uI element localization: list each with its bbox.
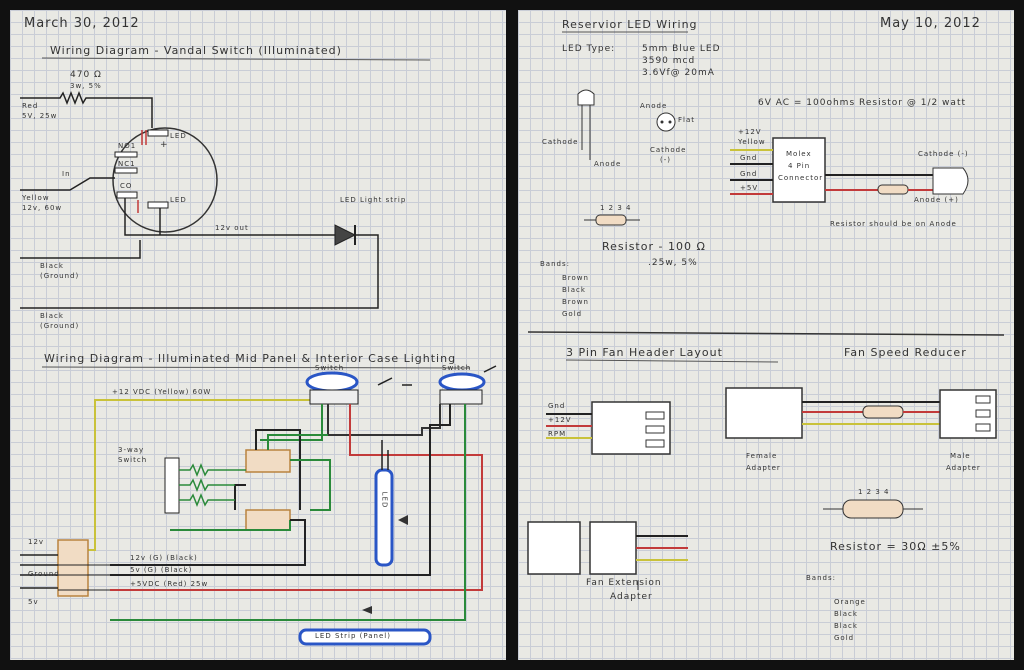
ground2-label: (Ground): [40, 322, 80, 330]
resistor1-spec: .25w, 5%: [648, 258, 698, 268]
led-spec-3: 3.6Vf@ 20mA: [642, 68, 715, 78]
fan-extension-label: Fan Extension: [586, 578, 662, 588]
left-notebook-page: March 30, 2012 Wiring Diagram - Vandal S…: [10, 10, 506, 660]
cathode-led-label: Cathode: [542, 138, 579, 146]
male-label: Male: [950, 452, 971, 460]
v12-label: 12v: [28, 538, 45, 546]
left-wiring-drawing: [20, 57, 497, 646]
switch2-label: Switch: [442, 364, 472, 372]
female-label: Female: [746, 452, 778, 460]
band1-item-3: Brown: [562, 298, 589, 306]
vdc12-label: +12 VDC (Yellow) 60W: [112, 388, 212, 396]
strip-label: LED Light strip: [340, 196, 407, 204]
in-label: In: [62, 170, 71, 178]
g5-label: 5v (G) (Black): [130, 566, 193, 574]
molex-5v: +5V: [740, 184, 759, 192]
band1-item-1: Brown: [562, 274, 589, 282]
led-strip-panel-label: LED Strip (Panel): [315, 632, 391, 640]
resistor-note: Resistor should be on Anode: [830, 220, 957, 228]
resistor2-value: Resistor = 30Ω ±5%: [830, 540, 961, 553]
resistor-spec: 3w, 5%: [70, 82, 102, 90]
band2-item-1: Orange: [834, 598, 866, 606]
fan-header-title: 3 Pin Fan Header Layout: [566, 346, 723, 359]
fan-extension-adapter-label: Adapter: [610, 592, 653, 602]
plus-label: +: [160, 140, 169, 150]
band1-item-2: Black: [562, 286, 586, 294]
cathode-neg-label: Cathode (-): [918, 150, 969, 158]
right-title: Reservior LED Wiring: [562, 18, 698, 31]
fan-rpm: RPM: [548, 430, 567, 438]
yellow-input-label: Yellow: [22, 194, 50, 202]
resistor1-value: Resistor - 100 Ω: [602, 240, 706, 253]
diagram2-title: Wiring Diagram - Illuminated Mid Panel &…: [44, 352, 457, 365]
three-way-switch-label: Switch: [118, 456, 148, 464]
co-label: CO: [120, 182, 133, 190]
anode-led-label: Anode: [594, 160, 622, 168]
cathode-minus: (-): [660, 156, 671, 164]
fan-12v: +12V: [548, 416, 572, 424]
three-way-label: 3-way: [118, 446, 145, 454]
yellow-input-spec: 12v, 60w: [22, 204, 63, 212]
led-spec-2: 3590 mcd: [642, 56, 696, 66]
led-top-label: LED: [170, 132, 187, 140]
diagram1-title: Wiring Diagram - Vandal Switch (Illumina…: [50, 44, 342, 57]
right-notebook-page: Reservior LED Wiring May 10, 2012 LED Ty…: [518, 10, 1014, 660]
molex-yellow: Yellow: [738, 138, 766, 146]
flat-label: Flat: [678, 116, 696, 124]
molex-12v: +12V: [738, 128, 762, 136]
bands2-title: Bands:: [806, 574, 836, 582]
equation: 6V AC = 100ohms Resistor @ 1/2 watt: [758, 98, 966, 108]
molex-1: Molex: [786, 150, 812, 158]
resistor1-band-numbers: 1 2 3 4: [600, 204, 632, 212]
bands1-title: Bands:: [540, 260, 570, 268]
band1-item-4: Gold: [562, 310, 583, 318]
vdc5-label: +5VDC (Red) 25w: [130, 580, 209, 588]
band2-item-3: Black: [834, 622, 858, 630]
anode-pos-label: Anode (+): [914, 196, 959, 204]
black1-label: Black: [40, 262, 64, 270]
black2-label: Black: [40, 312, 64, 320]
no1-label: NO1: [118, 142, 137, 150]
female-adapter-label: Adapter: [746, 464, 781, 472]
g12-label: 12v (G) (Black): [130, 554, 198, 562]
cathode-label-top: Cathode: [650, 146, 687, 154]
red-input-spec: 5V, 25w: [22, 112, 58, 120]
right-date: May 10, 2012: [880, 16, 981, 31]
resistor-value: 470 Ω: [70, 70, 102, 80]
left-date: March 30, 2012: [24, 16, 140, 31]
nc1-label: NC1: [118, 160, 136, 168]
male-adapter-label: Adapter: [946, 464, 981, 472]
switch1-label: Switch: [315, 364, 345, 372]
anode-label: Anode: [640, 102, 668, 110]
ground-label: Ground: [28, 570, 60, 578]
band2-item-4: Gold: [834, 634, 855, 642]
molex-3: Connector: [778, 174, 824, 182]
led-spec-1: 5mm Blue LED: [642, 44, 721, 54]
led-type-label: LED Type:: [562, 44, 616, 54]
out-label: 12v out: [215, 224, 249, 232]
led-vertical-label: LED: [380, 491, 389, 509]
led-bottom-label: LED: [170, 196, 187, 204]
band2-item-2: Black: [834, 610, 858, 618]
speed-reducer-title: Fan Speed Reducer: [844, 346, 967, 359]
red-input-label: Red: [22, 102, 39, 110]
right-wiring-drawing: [527, 31, 1005, 590]
v5-label: 5v: [28, 598, 39, 606]
fan-gnd: Gnd: [548, 402, 566, 410]
molex-gnd2: Gnd: [740, 170, 758, 178]
resistor2-band-numbers: 1 2 3 4: [858, 488, 890, 496]
molex-2: 4 Pin: [788, 162, 811, 170]
ground1-label: (Ground): [40, 272, 80, 280]
molex-gnd1: Gnd: [740, 154, 758, 162]
